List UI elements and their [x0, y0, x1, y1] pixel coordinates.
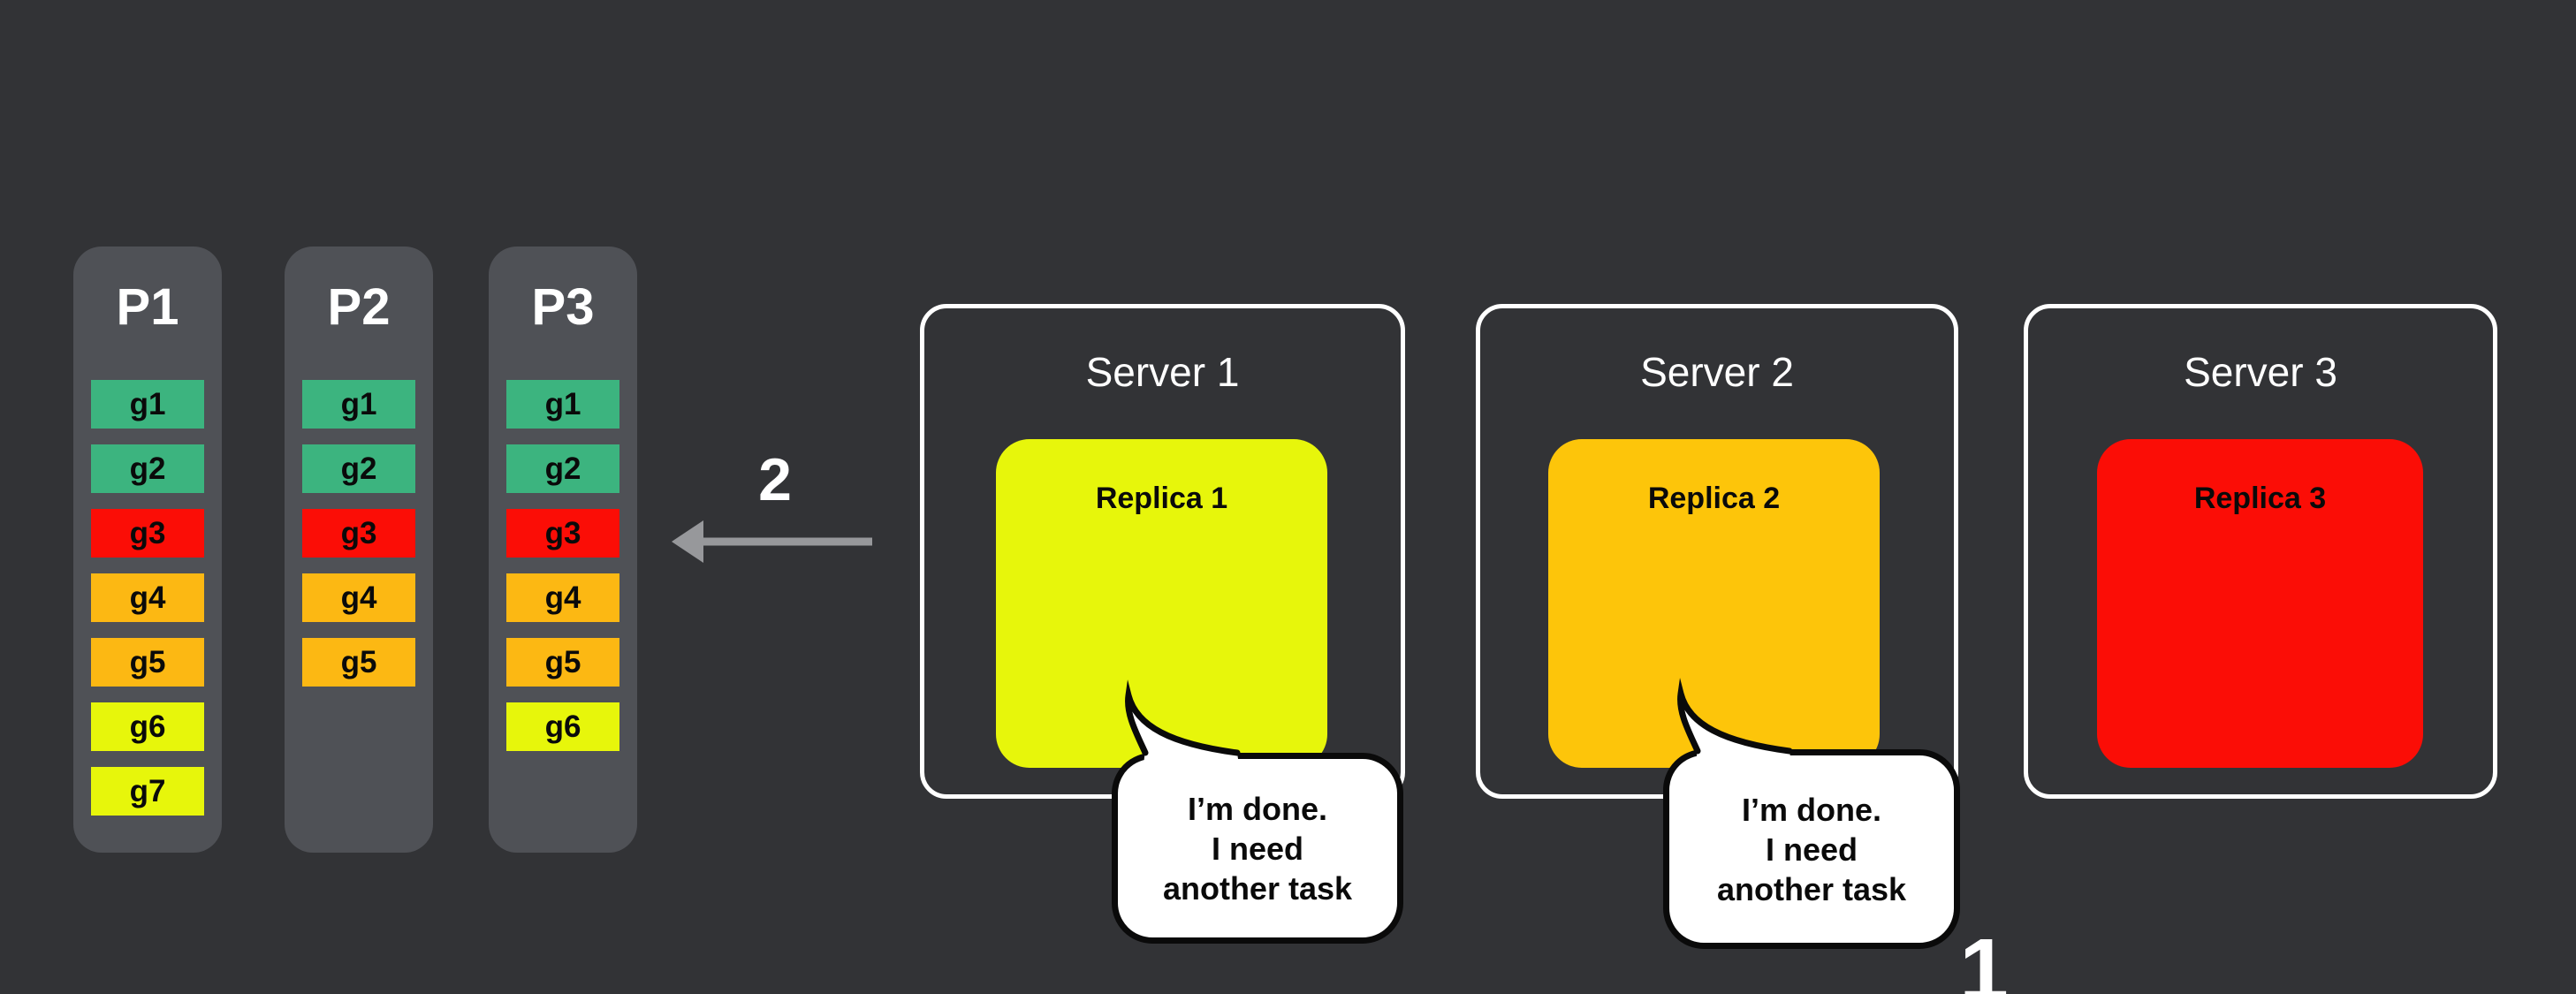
replica-2-label: Replica 2	[1647, 482, 1781, 515]
left-arrow-shape	[672, 520, 872, 563]
queue-title-p2: P2	[327, 278, 391, 336]
speech-line: another task	[1162, 869, 1353, 907]
queue-column-p1: P1 g1 g2 g3 g4 g5 g6 g7	[73, 247, 222, 853]
task-chip-g3: g3	[302, 509, 415, 558]
task-chip-g4: g4	[91, 573, 204, 622]
server-2-title: Server 2	[1640, 349, 1794, 395]
speech-bubble-server-1: I’m done. I need another task	[1112, 753, 1403, 944]
queue-p3-task-list: g1 g2 g3 g4 g5 g6	[506, 380, 619, 751]
task-chip-g1: g1	[506, 380, 619, 429]
speech-bubble-server-2: I’m done. I need another task	[1663, 749, 1960, 949]
server-3-box: Server 3	[2024, 304, 2497, 799]
task-chip-g3: g3	[91, 509, 204, 558]
replica-2-card: Replica 2	[1548, 439, 1880, 768]
replica-3-card: Replica 3	[2097, 439, 2423, 768]
speech-line: another task	[1716, 870, 1907, 907]
task-chip-g6: g6	[91, 702, 204, 751]
server-1-title: Server 1	[1085, 349, 1240, 395]
queue-title-p3: P3	[531, 278, 595, 336]
speech-line: I need	[1211, 830, 1304, 867]
queue-p1-task-list: g1 g2 g3 g4 g5 g6 g7	[91, 380, 204, 816]
task-chip-g1: g1	[302, 380, 415, 429]
replica-1-label: Replica 1	[1095, 482, 1228, 515]
speech-line: I’m done.	[1741, 791, 1881, 828]
replica-3-label: Replica 3	[2193, 482, 2327, 515]
queue-p2-task-list: g1 g2 g3 g4 g5	[302, 380, 415, 687]
task-chip-g1: g1	[91, 380, 204, 429]
speech-line: I need	[1765, 831, 1858, 868]
task-chip-g4: g4	[506, 573, 619, 622]
left-arrow-icon	[672, 520, 872, 563]
queue-column-p3: P3 g1 g2 g3 g4 g5 g6	[489, 247, 637, 853]
task-chip-g2: g2	[302, 444, 415, 493]
task-chip-g5: g5	[91, 638, 204, 687]
step-1-number: 1	[1959, 921, 2009, 994]
task-chip-g5: g5	[506, 638, 619, 687]
replica-1-card: Replica 1	[996, 439, 1327, 768]
queue-column-p2: P2 g1 g2 g3 g4 g5	[285, 247, 433, 853]
speech-bubble-2-tail	[1677, 678, 1793, 763]
task-chip-g2: g2	[91, 444, 204, 493]
speech-bubble-1-tail	[1125, 679, 1241, 765]
task-chip-g7: g7	[91, 767, 204, 816]
server-3-title: Server 3	[2184, 349, 2337, 395]
task-chip-g2: g2	[506, 444, 619, 493]
task-chip-g4: g4	[302, 573, 415, 622]
step-2-number: 2	[758, 446, 792, 513]
task-chip-g6: g6	[506, 702, 619, 751]
speech-line: I’m done.	[1187, 790, 1327, 827]
task-chip-g3: g3	[506, 509, 619, 558]
queue-title-p1: P1	[116, 278, 179, 336]
task-chip-g5: g5	[302, 638, 415, 687]
